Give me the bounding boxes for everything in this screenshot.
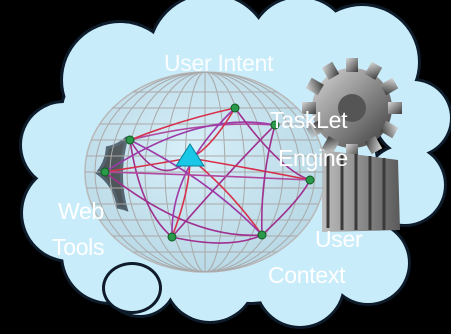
label-engine: Engine bbox=[278, 145, 348, 171]
label-user: User bbox=[315, 226, 363, 252]
label-context: Context bbox=[268, 262, 346, 288]
thought-bubble bbox=[102, 262, 162, 314]
network-graph bbox=[100, 103, 315, 244]
label-web: Web bbox=[58, 198, 104, 224]
label-user-intent: User Intent bbox=[164, 50, 274, 76]
label-tools: Tools bbox=[52, 234, 105, 260]
center-node bbox=[175, 143, 205, 167]
gear-icon bbox=[302, 58, 402, 232]
label-tasklet: TaskLet bbox=[270, 107, 348, 133]
